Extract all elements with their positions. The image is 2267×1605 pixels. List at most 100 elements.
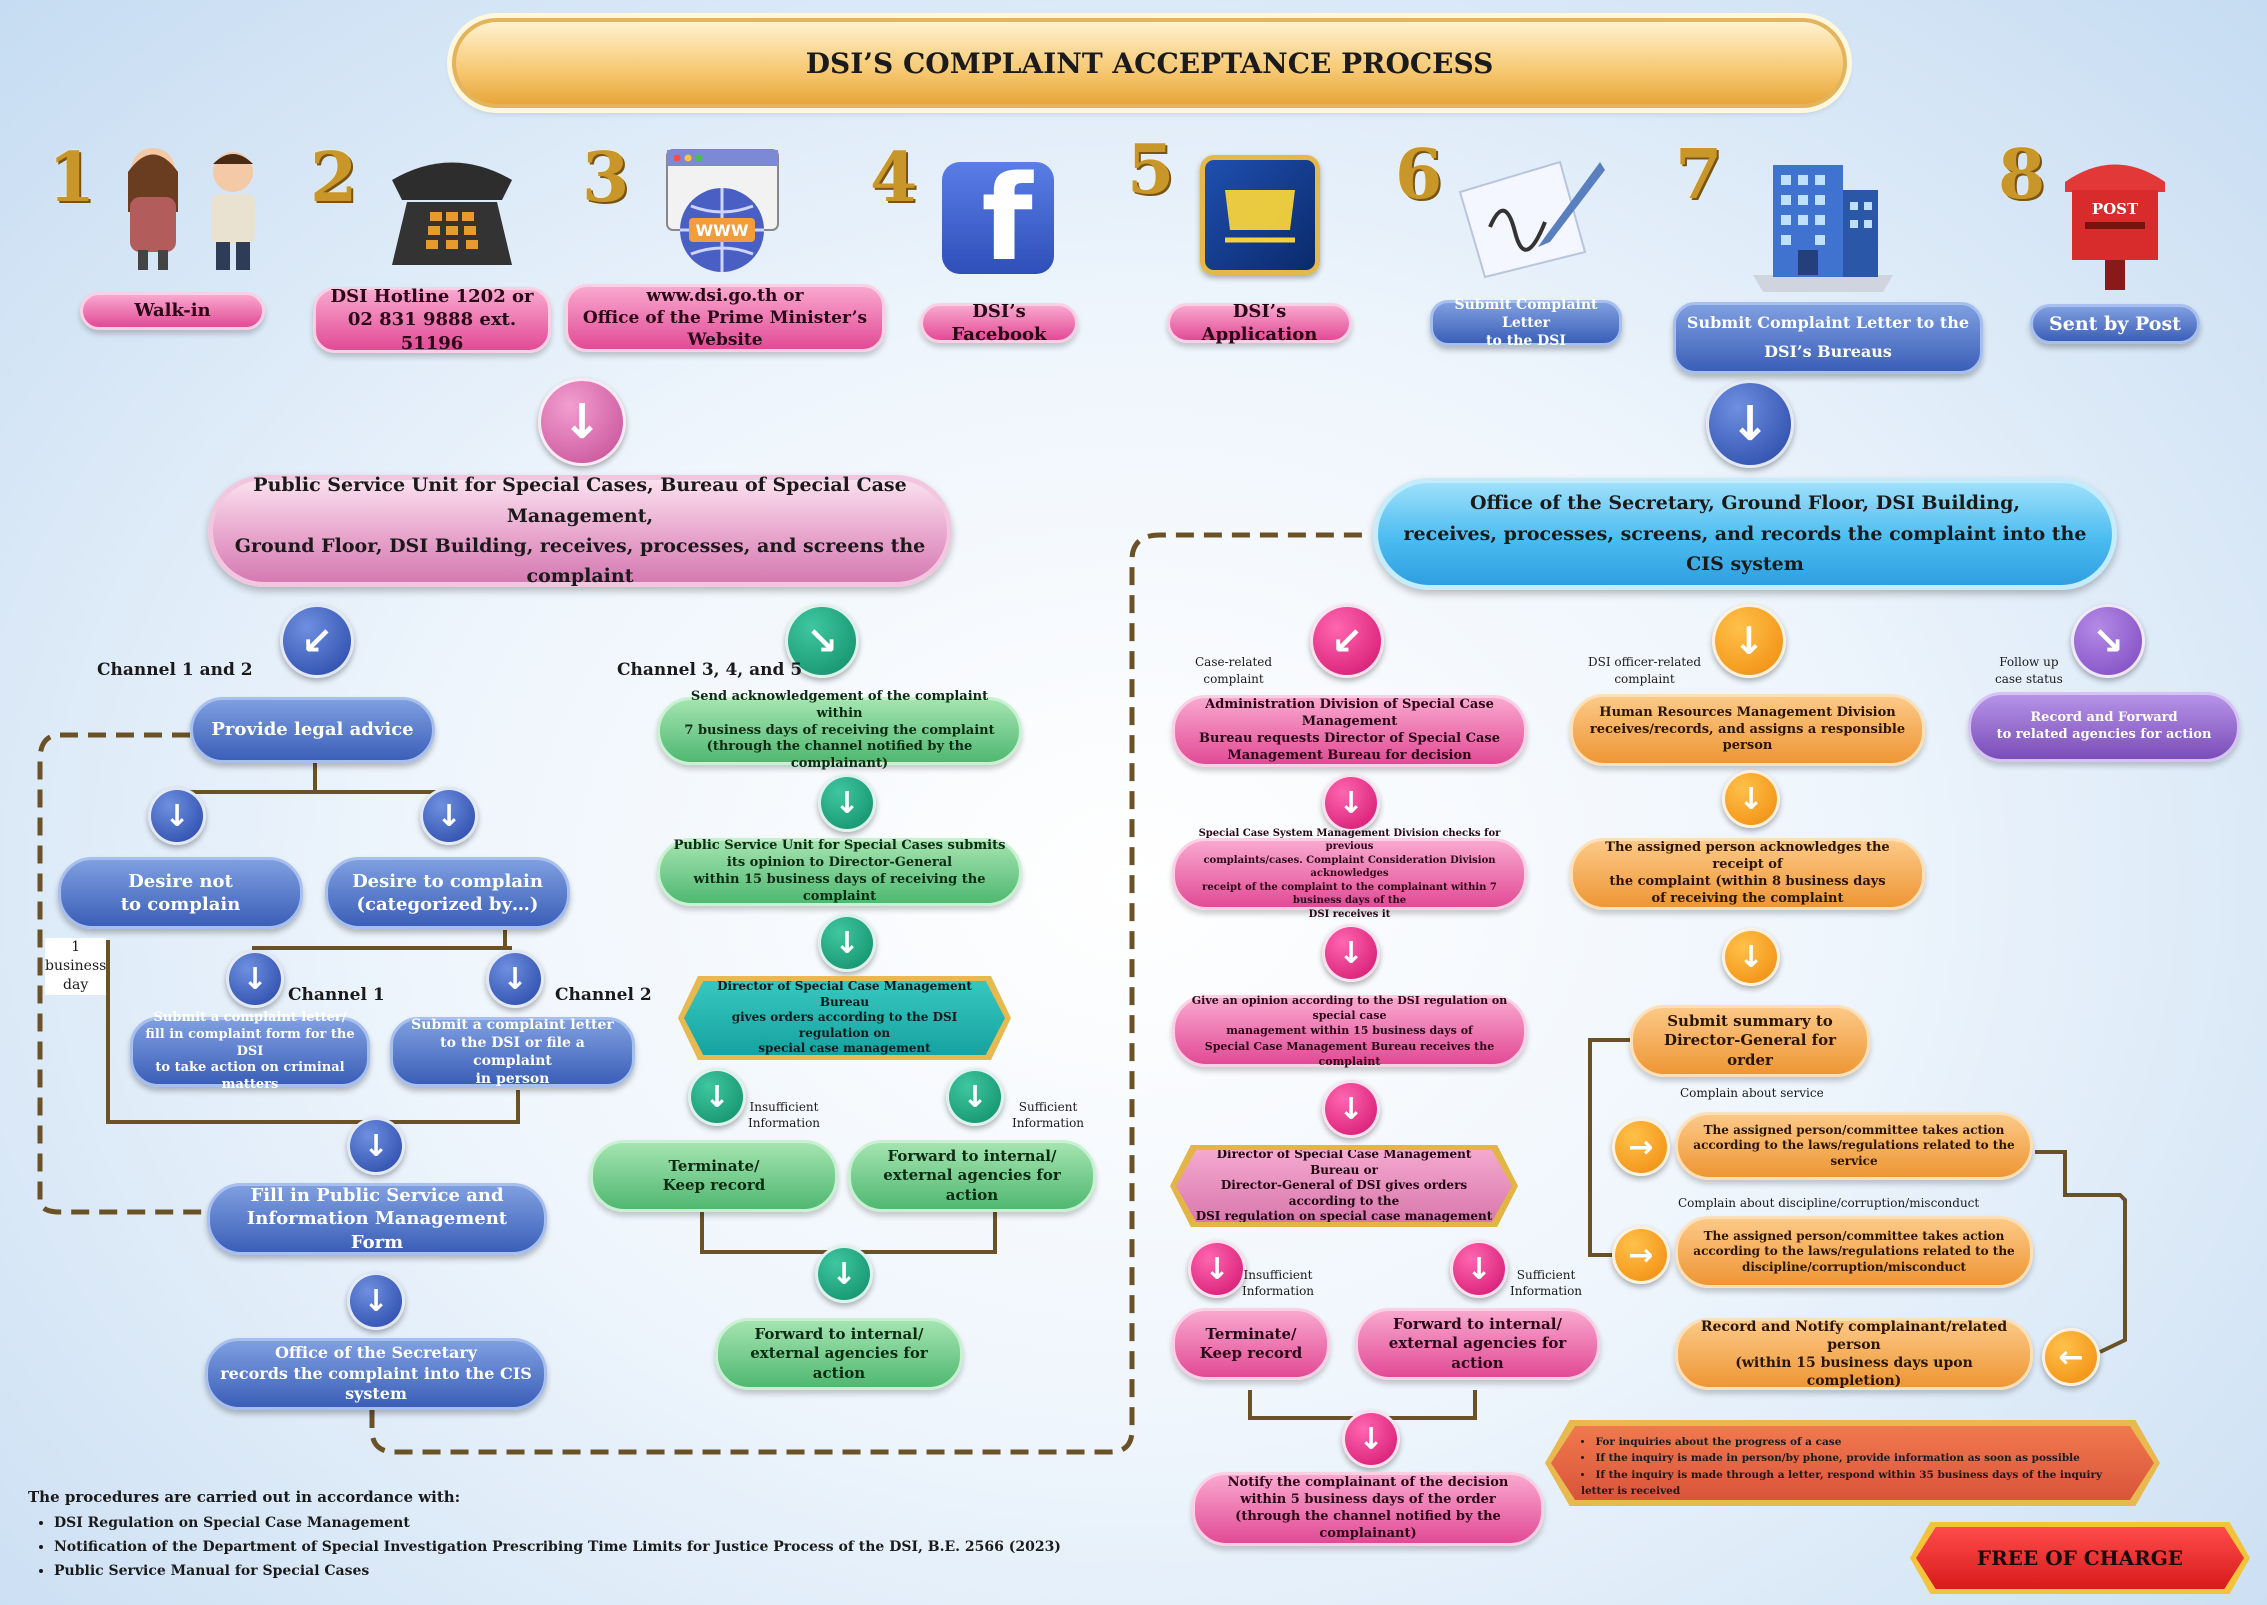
insufficient-label: Insufficient Information [1242, 1268, 1315, 1298]
footer-item: DSI Regulation on Special Case Managemen… [54, 1512, 1128, 1536]
assigned-acknowledges: The assigned person acknowledges the rec… [1570, 838, 1925, 910]
admin-division-request: Administration Division of Special Case … [1172, 695, 1527, 767]
record-forward: Record and Forward to related agencies f… [1968, 692, 2240, 762]
send-acknowledgement: Send acknowledgement of the complaint wi… [657, 689, 1022, 771]
public-service-unit-box: Public Service Unit for Special Cases, B… [208, 474, 952, 587]
down-left-arrow-icon: ↙ [1310, 604, 1384, 678]
channel-3-4-5-label: Channel 3, 4, and 5 [617, 660, 803, 680]
down-arrow-icon: ↓ [946, 1068, 1004, 1126]
sufficient-label: Sufficient Information [1510, 1268, 1583, 1298]
channel-7-label: Submit Complaint Letter to the DSI’s Bur… [1673, 302, 1983, 374]
director-dg-orders: Director of Special Case Management Bure… [1176, 1150, 1512, 1222]
desire-not-to-complain: Desire not to complain [58, 857, 303, 929]
down-arrow-icon: ↓ [1188, 1240, 1246, 1298]
letter-icon [1450, 152, 1610, 280]
right-arrow-icon: → [1612, 1118, 1670, 1176]
down-right-arrow-icon: ↘ [2071, 604, 2145, 678]
website-icon: WWW [665, 148, 780, 276]
down-arrow-icon: ↓ [1322, 924, 1380, 982]
channel-2-number: 2 [310, 138, 358, 218]
free-of-charge-badge: FREE OF CHARGE [1916, 1527, 2244, 1589]
postbox-icon: POST [2060, 152, 2170, 292]
down-left-arrow-icon: ↙ [280, 604, 354, 678]
channel-2-label: Channel 2 [555, 985, 652, 1005]
free-of-charge-text: FREE OF CHARGE [1976, 1546, 2184, 1570]
forward-agencies: Forward to internal/ external agencies f… [848, 1140, 1096, 1212]
channel-3-label: www.dsi.go.th or Office of the Prime Min… [565, 284, 885, 352]
down-arrow-icon: ↓ [815, 1245, 873, 1303]
business-day-label: 1 business day [45, 938, 107, 995]
channel-3-number: 3 [582, 138, 630, 218]
website-icon-text: WWW [696, 221, 749, 240]
channel-2-label: DSI Hotline 1202 or 02 831 9888 ext. 511… [313, 286, 551, 354]
channel-1-2-label: Channel 1 and 2 [97, 660, 253, 680]
case-related-label: Case-related complaint [1195, 655, 1273, 686]
down-arrow-icon: ↓ [420, 787, 478, 845]
forward-agencies-final: Forward to internal/ external agencies f… [715, 1318, 963, 1390]
submit-opinion: Public Service Unit for Special Cases su… [657, 838, 1022, 906]
channel-1-number: 1 [48, 138, 96, 218]
insufficient-label: Insufficient Information [748, 1100, 821, 1130]
office-secretary-box: Office of the Secretary, Ground Floor, D… [1373, 478, 2117, 590]
down-arrow-icon: ↓ [1450, 1240, 1508, 1298]
hr-division: Human Resources Management Division rece… [1570, 694, 1925, 766]
down-right-arrow-icon: ↘ [785, 604, 859, 678]
down-arrow-icon: ↓ [1722, 928, 1780, 986]
channel-2-box: Submit a complaint letter to the DSI or … [390, 1017, 635, 1087]
right-arrow-icon: → [1612, 1226, 1670, 1284]
fill-in-form: Fill in Public Service and Information M… [207, 1183, 547, 1255]
service-action: The assigned person/committee takes acti… [1675, 1112, 2033, 1180]
title-banner: DSI’S COMPLAINT ACCEPTANCE PROCESS [452, 18, 1847, 108]
down-arrow-icon: ↓ [1722, 770, 1780, 828]
complain-service-label: Complain about service [1680, 1086, 1824, 1100]
down-arrow-icon: ↓ [1342, 1410, 1400, 1468]
director-orders: Director of Special Case Management Bure… [684, 981, 1005, 1055]
footer-notes: The procedures are carried out in accord… [28, 1488, 1128, 1583]
down-arrow-icon: ↓ [486, 950, 544, 1008]
provide-legal-advice: Provide legal advice [190, 697, 435, 763]
channel-1-label: Channel 1 [288, 985, 385, 1005]
inquiry-note-item: If the inquiry is made in person/by phon… [1581, 1450, 2134, 1466]
terminate-keep-record: Terminate/ Keep record [590, 1140, 838, 1212]
channel-4-label: DSI’s Facebook [920, 301, 1078, 345]
down-arrow-icon: ↓ [1706, 380, 1794, 468]
facebook-icon-text: f [981, 162, 1033, 274]
footer-list: DSI Regulation on Special Case Managemen… [28, 1512, 1128, 1583]
channel-1-box: Submit a complaint letter/ fill in compl… [130, 1010, 370, 1092]
footer-item: Public Service Manual for Special Cases [54, 1560, 1128, 1584]
inquiry-note-item: For inquiries about the progress of a ca… [1581, 1434, 2134, 1450]
down-arrow-icon: ↓ [1322, 774, 1380, 832]
terminate-keep-record: Terminate/ Keep record [1172, 1308, 1330, 1380]
building-icon [1748, 150, 1898, 295]
down-arrow-icon: ↓ [347, 1117, 405, 1175]
channel-8-label: Sent by Post [2030, 304, 2200, 344]
channel-7-number: 7 [1675, 135, 1723, 215]
footer-intro: The procedures are carried out in accord… [28, 1488, 461, 1506]
give-opinion: Give an opinion according to the DSI reg… [1172, 994, 1527, 1068]
forward-agencies: Forward to internal/ external agencies f… [1355, 1308, 1600, 1380]
down-arrow-icon: ↓ [226, 950, 284, 1008]
down-arrow-icon: ↓ [688, 1068, 746, 1126]
channel-5-number: 5 [1127, 130, 1175, 210]
channel-6-number: 6 [1395, 135, 1443, 215]
officer-related-label: DSI officer-related complaint [1588, 655, 1702, 686]
down-arrow-icon: ↓ [818, 774, 876, 832]
follow-up-label: Follow up case status [1995, 655, 2063, 686]
inquiry-note-item: If the inquiry is made through a letter,… [1581, 1467, 2134, 1500]
telephone-icon [382, 150, 522, 270]
office-records-cis: Office of the Secretary records the comp… [205, 1338, 547, 1410]
page-title: DSI’S COMPLAINT ACCEPTANCE PROCESS [805, 46, 1494, 80]
channel-5-label: DSI’s Application [1167, 301, 1352, 345]
record-notify: Record and Notify complainant/related pe… [1675, 1318, 2033, 1390]
channel-1-label: Walk-in [80, 292, 265, 330]
down-arrow-icon: ↓ [347, 1272, 405, 1330]
app-icon [1200, 155, 1320, 275]
facebook-icon: f [942, 162, 1054, 274]
sufficient-label: Sufficient Information [1012, 1100, 1085, 1130]
down-arrow-icon: ↓ [1712, 604, 1786, 678]
people-icon [108, 142, 278, 272]
desire-to-complain: Desire to complain (categorized by…) [325, 857, 570, 929]
down-arrow-icon: ↓ [1322, 1080, 1380, 1138]
complain-discipline-label: Complain about discipline/corruption/mis… [1678, 1196, 1980, 1210]
